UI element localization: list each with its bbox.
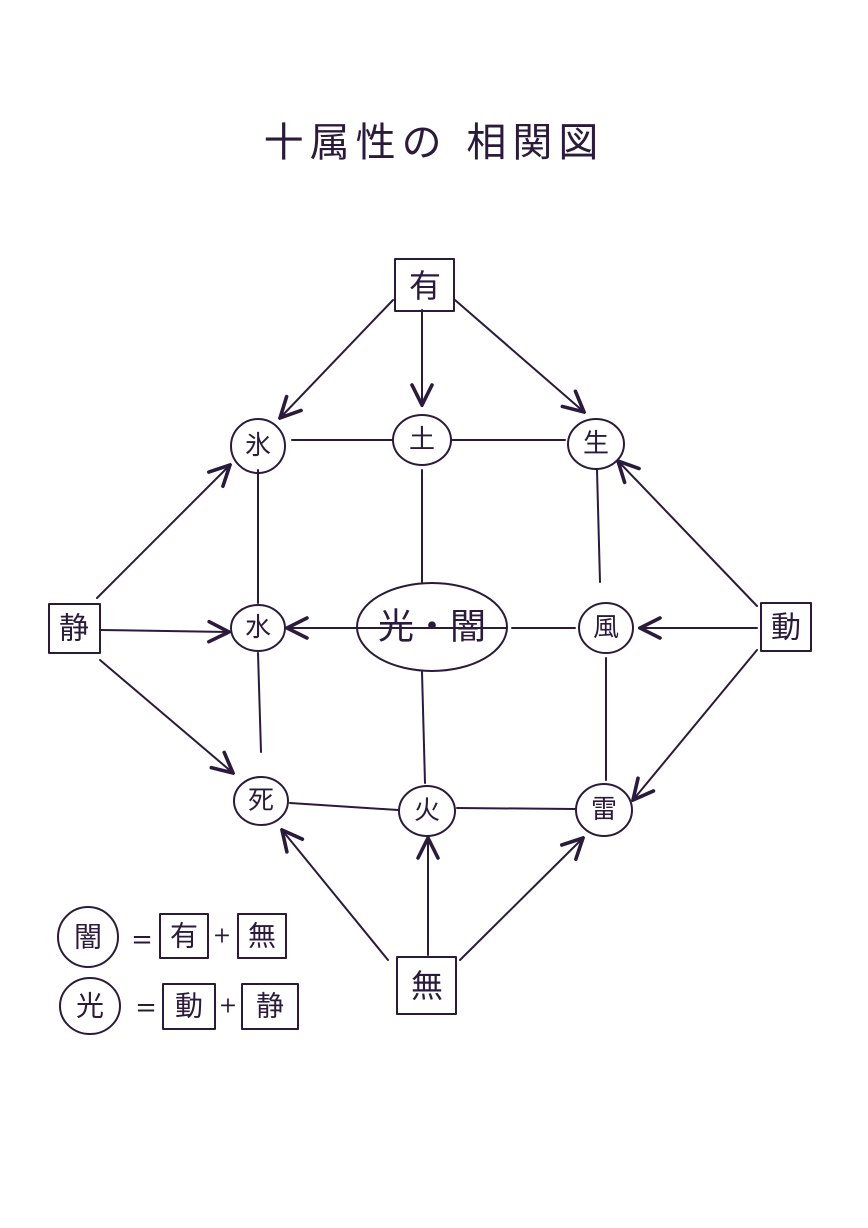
arrow-motion-life [618, 461, 758, 607]
node-stillness: 静 [48, 603, 101, 654]
line-fire-thunder [456, 807, 576, 810]
legend-row-light: 光 = 動 + 静 [59, 977, 299, 1035]
node-earth: 土 [392, 414, 452, 466]
svg-text:闇: 闇 [74, 921, 102, 954]
svg-text:風: 風 [593, 613, 619, 643]
node-void: 無 [396, 956, 457, 1015]
svg-text:雷: 雷 [591, 795, 617, 825]
arrow-motion-thunder [633, 649, 758, 800]
svg-text:=: = [135, 993, 157, 1023]
svg-text:光・闇: 光・闇 [378, 607, 486, 648]
svg-text:無: 無 [411, 967, 443, 1005]
node-water: 水 [230, 604, 286, 652]
svg-text:=: = [131, 925, 153, 955]
arrow-being-life [454, 299, 584, 412]
node-death: 死 [233, 776, 289, 826]
svg-text:+: + [219, 994, 237, 1019]
svg-text:火: 火 [414, 796, 440, 826]
line-life-wind [596, 469, 601, 583]
diagram-title: 十属性の 相関図 [263, 120, 605, 166]
node-life: 生 [567, 418, 625, 470]
arrow-void-death [282, 830, 389, 961]
node-motion: 動 [760, 602, 812, 652]
node-thunder: 雷 [575, 783, 633, 837]
line-center-fire [421, 671, 426, 784]
arrow-still-death [99, 659, 233, 773]
svg-text:土: 土 [409, 425, 435, 455]
arrow-still-ice [96, 465, 230, 599]
svg-text:光: 光 [76, 990, 104, 1023]
svg-text:静: 静 [256, 990, 284, 1023]
node-wind: 風 [578, 602, 634, 654]
arrow-void-thunder [459, 838, 583, 961]
arrow-still-water [99, 630, 229, 632]
svg-text:動: 動 [771, 611, 801, 646]
svg-text:生: 生 [583, 429, 609, 459]
svg-text:有: 有 [409, 267, 441, 305]
node-light-dark: 光・闇 [356, 582, 508, 672]
svg-text:水: 水 [245, 613, 271, 643]
legend-row-dark: 闇 = 有 + 無 [57, 906, 287, 968]
svg-text:死: 死 [248, 786, 274, 816]
arrow-being-ice [280, 299, 394, 418]
svg-text:氷: 氷 [245, 431, 271, 461]
svg-text:有: 有 [170, 920, 198, 953]
line-water-death [257, 652, 262, 753]
node-fire: 火 [398, 785, 456, 837]
svg-text:無: 無 [248, 920, 276, 953]
arrows [96, 299, 758, 961]
node-being: 有 [394, 258, 455, 312]
svg-text:静: 静 [59, 612, 89, 647]
svg-text:動: 動 [175, 990, 203, 1023]
node-ice: 氷 [230, 418, 286, 474]
svg-text:+: + [213, 924, 231, 949]
line-death-fire [289, 802, 399, 811]
